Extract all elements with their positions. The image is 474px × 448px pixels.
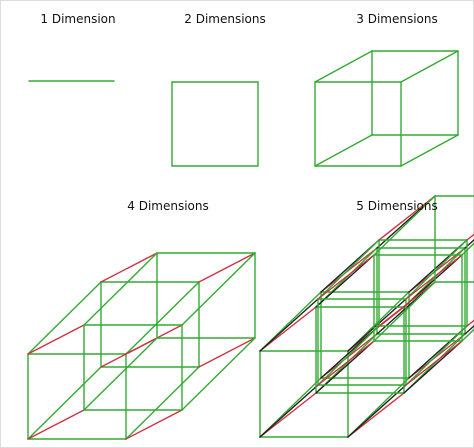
tesseract-4d bbox=[27, 252, 256, 440]
edge bbox=[259, 298, 319, 352]
edge bbox=[320, 247, 378, 293]
label-3-dimensions: 3 Dimensions bbox=[356, 12, 438, 26]
edge bbox=[317, 239, 380, 300]
edge bbox=[125, 281, 200, 355]
edge bbox=[405, 340, 463, 386]
label-2-dimensions: 2 Dimensions bbox=[184, 12, 266, 26]
edge bbox=[373, 195, 436, 256]
cube-3d bbox=[314, 50, 459, 167]
edge bbox=[405, 325, 468, 386]
square-2d bbox=[171, 81, 259, 167]
edge bbox=[378, 281, 436, 327]
edge bbox=[317, 254, 375, 300]
edge bbox=[181, 252, 256, 326]
edge bbox=[198, 252, 256, 283]
edge bbox=[125, 409, 183, 440]
edge bbox=[400, 134, 459, 167]
edge bbox=[347, 392, 405, 438]
edge bbox=[400, 50, 459, 83]
penteract-5d bbox=[259, 195, 474, 438]
label-5-dimensions: 5 Dimensions bbox=[356, 199, 438, 213]
edge bbox=[466, 233, 474, 241]
edge bbox=[27, 324, 85, 355]
edge bbox=[314, 134, 373, 167]
edge bbox=[405, 239, 468, 300]
label-4-dimensions: 4 Dimensions bbox=[127, 199, 209, 213]
edge bbox=[259, 392, 317, 438]
edge bbox=[100, 337, 158, 368]
edge bbox=[403, 340, 463, 394]
edge bbox=[314, 50, 373, 83]
edge bbox=[27, 409, 85, 440]
edge bbox=[83, 337, 158, 411]
edge bbox=[259, 384, 319, 438]
edge bbox=[466, 319, 474, 327]
edge bbox=[320, 333, 378, 379]
edge bbox=[461, 328, 474, 342]
edge bbox=[83, 252, 158, 326]
edge bbox=[378, 195, 436, 241]
edge bbox=[100, 252, 158, 283]
label-1-dimension: 1 Dimension bbox=[40, 12, 116, 26]
edge bbox=[198, 337, 256, 368]
edge bbox=[27, 366, 102, 440]
edge bbox=[125, 366, 200, 440]
edge bbox=[317, 325, 380, 386]
edge bbox=[461, 242, 474, 256]
edge bbox=[181, 337, 256, 411]
edge bbox=[373, 281, 436, 342]
edge bbox=[405, 254, 463, 300]
edge bbox=[259, 306, 317, 352]
edge bbox=[27, 281, 102, 355]
edge bbox=[317, 340, 375, 386]
